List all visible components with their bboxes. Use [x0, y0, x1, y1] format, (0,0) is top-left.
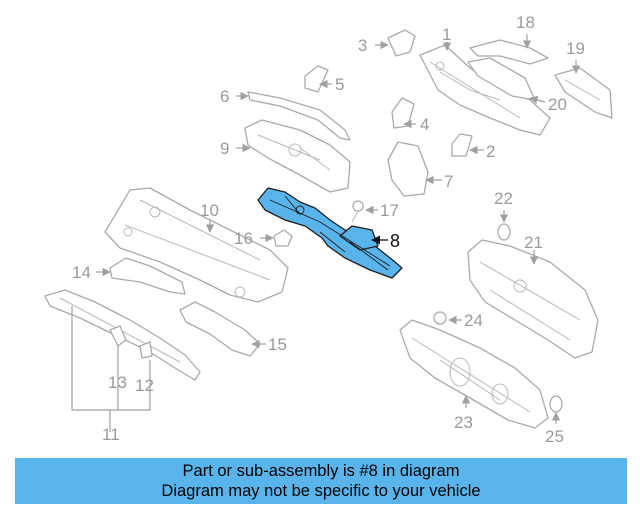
part-11-lower-panel: 13 12 11	[44, 289, 201, 444]
part-24-clip: 24	[433, 311, 483, 330]
part-2: 2	[451, 133, 495, 161]
part-15: 15	[179, 301, 287, 357]
callout-20: 20	[548, 95, 567, 114]
callout-5: 5	[335, 75, 344, 94]
part-1-upper-cowl: 1	[419, 25, 551, 136]
part-14: 14	[72, 257, 186, 295]
callout-25: 25	[545, 427, 564, 446]
callout-23: 23	[454, 413, 473, 432]
callout-6: 6	[220, 87, 229, 106]
part-25-grommet: 25	[545, 395, 564, 446]
callout-15: 15	[268, 335, 287, 354]
callout-9: 9	[220, 139, 229, 158]
callout-19: 19	[566, 39, 585, 58]
part-10-dash-panel: 10	[104, 187, 289, 303]
callout-11: 11	[102, 425, 120, 444]
callout-17: 17	[380, 201, 399, 220]
parts-diagram: 1 18 19 20 3 5 6 4	[44, 13, 613, 446]
part-6: 6	[220, 87, 351, 141]
callout-13: 13	[108, 373, 127, 392]
part-23-insulator: 23	[399, 319, 549, 432]
callout-22: 22	[494, 189, 513, 208]
part-21-insulator: 21	[467, 233, 599, 359]
banner-line-1: Part or sub-assembly is #8 in diagram	[182, 462, 460, 480]
callout-16: 16	[234, 229, 253, 248]
callout-18: 18	[516, 13, 535, 32]
part-5: 5	[304, 65, 344, 94]
part-17-bolt: 17	[351, 200, 399, 223]
callout-1: 1	[442, 25, 451, 44]
callout-2: 2	[486, 142, 495, 161]
part-20: 20	[467, 57, 567, 114]
callout-10: 10	[200, 201, 219, 220]
callout-3: 3	[358, 36, 367, 55]
part-3: 3	[358, 29, 416, 57]
part-18: 18	[469, 13, 549, 65]
part-8-highlighted: 8	[257, 187, 403, 279]
callout-8: 8	[390, 231, 400, 251]
callout-24: 24	[464, 311, 483, 330]
part-4: 4	[391, 97, 429, 134]
banner-line-2: Diagram may not be specific to your vehi…	[161, 482, 481, 500]
info-banner: Part or sub-assembly is #8 in diagram Di…	[15, 458, 627, 504]
part-16: 16	[234, 229, 293, 248]
callout-7: 7	[444, 172, 453, 191]
part-7: 7	[387, 141, 453, 197]
part-19: 19	[554, 39, 613, 119]
callout-12: 12	[135, 376, 154, 395]
callout-4: 4	[420, 115, 429, 134]
callout-21: 21	[524, 233, 543, 252]
part-9-side-panel: 9	[220, 119, 351, 193]
part-22-grommet: 22	[494, 189, 513, 241]
callout-14: 14	[72, 263, 91, 282]
